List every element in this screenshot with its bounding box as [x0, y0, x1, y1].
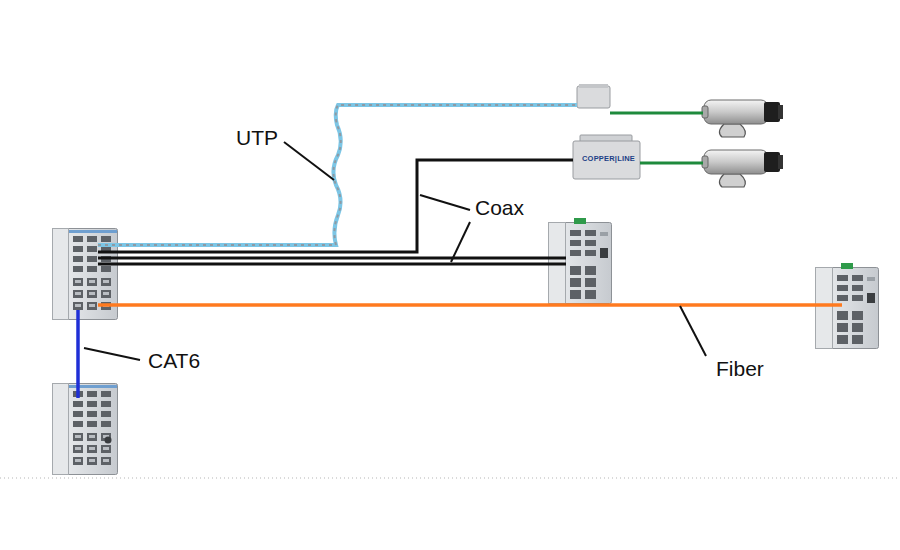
brand-logo: COPPER|LINE: [582, 155, 635, 163]
leader-line: [451, 222, 470, 262]
utp-cable-twist: [98, 105, 577, 245]
utp-cable: [98, 105, 577, 245]
page-rule: [0, 478, 900, 479]
switch-port: [105, 437, 112, 444]
coax-cable: [98, 263, 566, 266]
ip-camera: [702, 100, 783, 137]
leader-line: [284, 142, 334, 180]
coax-adapter: [573, 141, 640, 179]
adapter-flange: [579, 84, 608, 88]
coax-cable: [98, 160, 573, 252]
patch-cable: [640, 162, 703, 165]
leader-line: [680, 306, 706, 356]
middle-switch: [549, 218, 612, 304]
patch-cable: [610, 112, 703, 115]
cable-label: UTP: [236, 126, 278, 149]
lower-switch: [53, 384, 118, 475]
fiber-cable: [98, 303, 842, 307]
cable-label: Fiber: [716, 357, 764, 380]
cable-label: CAT6: [148, 349, 200, 372]
leader-line: [420, 195, 470, 210]
ip-camera: [702, 150, 783, 187]
small-adapter: [577, 86, 610, 108]
cable-label: Coax: [475, 196, 524, 219]
cat6-cable: [76, 310, 80, 398]
coax-cable: [98, 257, 566, 260]
leader-line: [84, 348, 140, 360]
